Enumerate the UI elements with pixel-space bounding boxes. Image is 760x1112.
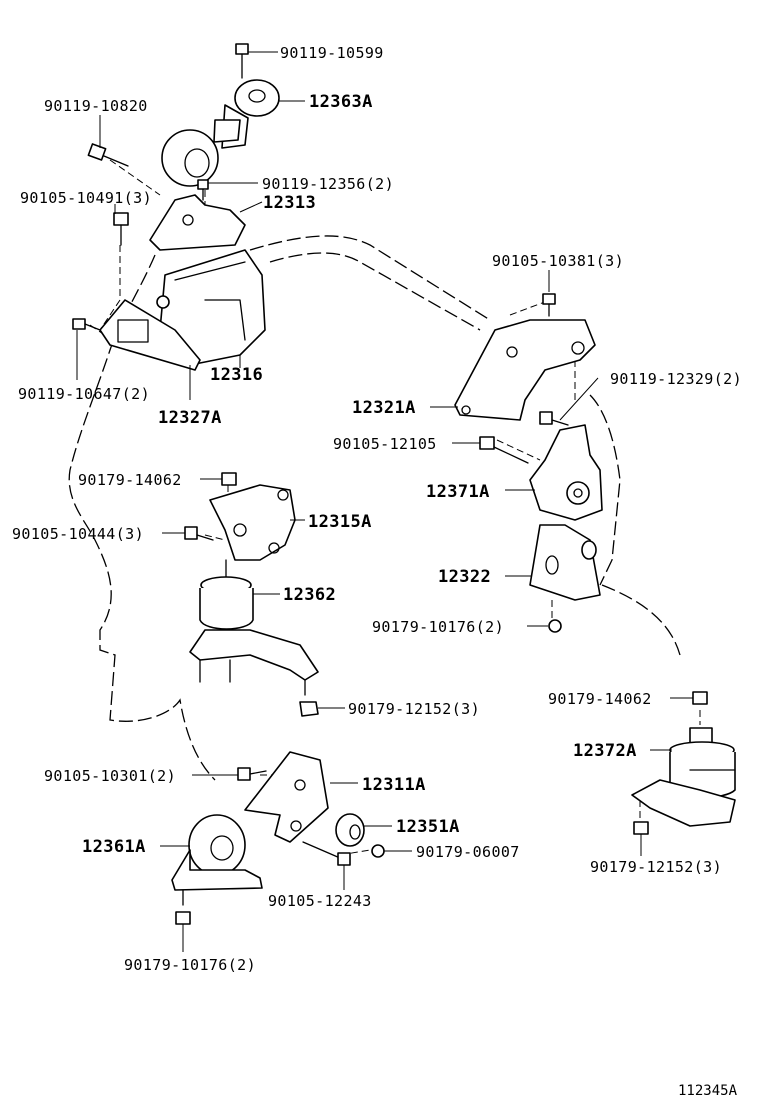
leader-lines — [76, 51, 693, 952]
part-label-12311A: 12311A — [362, 775, 426, 795]
part-label-90105-10491: 90105-10491(3) — [20, 189, 152, 207]
bolt-90119-12356 — [197, 179, 209, 201]
part-label-90105-12243: 90105-12243 — [268, 892, 372, 910]
bolt-90105-12243 — [302, 841, 351, 866]
part-label-12371A: 12371A — [426, 482, 490, 502]
nut-90179-14062-a — [221, 472, 237, 486]
part-label-90119-12356: 90119-12356(2) — [262, 175, 394, 193]
part-label-90179-12152-a: 90179-12152(3) — [348, 700, 480, 718]
engine-mount-12372A — [631, 727, 736, 827]
insulator-12327A — [99, 299, 201, 371]
bolt-90119-10647 — [72, 318, 101, 331]
bolt-90105-10491 — [113, 212, 129, 246]
part-label-12321A: 12321A — [352, 398, 416, 418]
part-label-90119-10647: 90119-10647(2) — [18, 385, 150, 403]
engine-mount-12371A — [529, 424, 603, 521]
part-label-12351A: 12351A — [396, 817, 460, 837]
engine-body-outline — [68, 235, 681, 781]
nut-90179-14062-b — [692, 691, 708, 705]
part-label-90179-12152-b: 90179-12152(3) — [590, 858, 722, 876]
part-label-90179-10176-b: 90179-10176(2) — [124, 956, 256, 974]
part-label-90119-10820: 90119-10820 — [44, 97, 148, 115]
part-label-90119-10599: 90119-10599 — [280, 44, 384, 62]
part-label-90179-06007: 90179-06007 — [416, 843, 520, 861]
part-label-12313: 12313 — [263, 193, 316, 213]
part-label-90105-10301: 90105-10301(2) — [44, 767, 176, 785]
part-label-12362: 12362 — [283, 585, 336, 605]
part-label-12361A: 12361A — [82, 837, 146, 857]
nut-90179-12152-a — [299, 701, 319, 717]
insulator-12351A — [335, 813, 365, 847]
bolt-90105-10301 — [237, 767, 267, 781]
nut-90179-12152-b — [633, 821, 649, 835]
part-label-12327A: 12327A — [158, 408, 222, 428]
part-label-90179-14062-b: 90179-14062 — [548, 690, 652, 708]
part-label-90179-10176-a: 90179-10176(2) — [372, 618, 504, 636]
part-label-12315A: 12315A — [308, 512, 372, 532]
bolt-90119-10599 — [235, 43, 249, 79]
part-label-90105-12105: 90105-12105 — [333, 435, 437, 453]
part-label-90119-12329: 90119-12329(2) — [610, 370, 742, 388]
bracket-12315A — [209, 484, 296, 561]
bracket-12321A — [454, 319, 596, 421]
part-label-12363A: 12363A — [309, 92, 373, 112]
nut-90179-10176-a — [548, 619, 562, 633]
engine-mount-12362 — [189, 559, 319, 696]
nut-90179-10176-b — [175, 911, 191, 925]
bracket-12313 — [149, 194, 246, 251]
bolt-90105-10444 — [184, 526, 214, 541]
part-label-90179-14062-a: 90179-14062 — [78, 471, 182, 489]
bolt-90105-10381 — [542, 293, 556, 317]
nut-90179-06007 — [371, 844, 385, 858]
engine-mount-12361A — [171, 814, 263, 906]
part-label-90105-10444: 90105-10444(3) — [12, 525, 144, 543]
engine-mount-12363A — [161, 79, 280, 187]
bolt-90119-10820 — [87, 143, 129, 167]
part-label-12372A: 12372A — [573, 741, 637, 761]
part-label-90105-10381: 90105-10381(3) — [492, 252, 624, 270]
part-label-12316: 12316 — [210, 365, 263, 385]
bolt-90105-12105 — [479, 436, 529, 464]
bolt-90119-12329 — [539, 411, 569, 426]
part-labels: 90119-10599 12363A 90119-10820 90119-123… — [12, 44, 742, 1099]
diagram-reference-code: 112345A — [678, 1083, 738, 1099]
bracket-12311A — [244, 751, 329, 843]
part-label-12322: 12322 — [438, 567, 491, 587]
bracket-12322 — [529, 524, 601, 601]
